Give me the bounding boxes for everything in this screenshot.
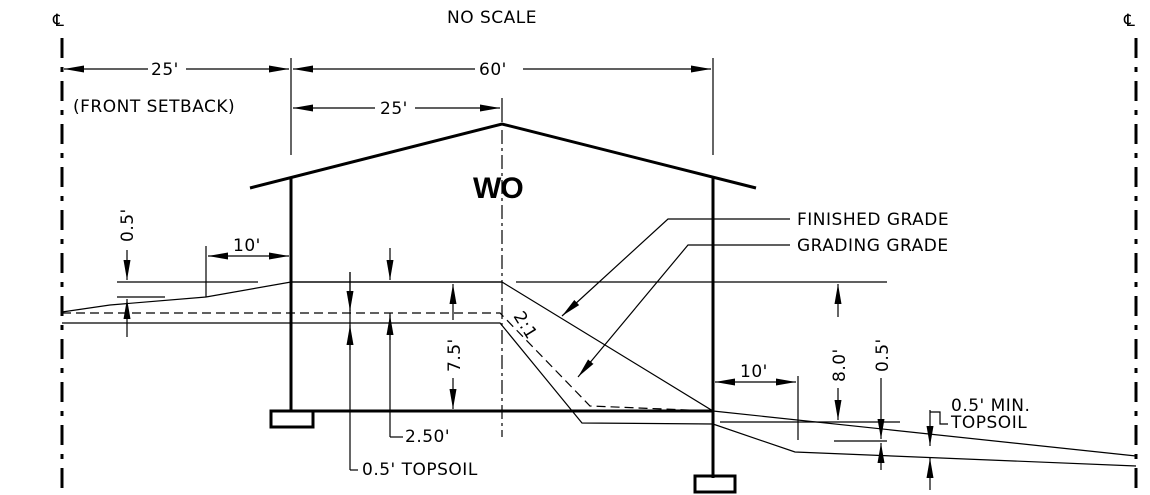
property-line-left-symbol: ℄	[52, 11, 64, 31]
left-half-dim-label: 0.5'	[118, 208, 138, 242]
ridge-dimension-label: 25'	[380, 99, 408, 119]
property-line-right-symbol: ℄	[1123, 11, 1135, 31]
width-dimension-label: 60'	[479, 60, 507, 80]
subgrade-line	[62, 322, 1137, 467]
no-scale-note: NO SCALE	[447, 8, 537, 28]
dim-250-label: 2.50'	[405, 427, 450, 447]
right-ten-dim-label: 10'	[740, 362, 768, 382]
slope-label: 2:1	[509, 308, 541, 343]
grading-grade-label: GRADING GRADE	[797, 236, 949, 256]
footing-left	[269, 409, 315, 429]
grading-grade-line	[62, 312, 714, 412]
footing-right	[693, 474, 737, 494]
finished-grade-leader	[561, 218, 790, 317]
setback-dimension-label: 25'	[151, 60, 179, 80]
min-topsoil-bracket	[930, 411, 948, 425]
height-80-label: 8.0'	[830, 348, 850, 382]
topsoil-right-label: TOPSOIL	[950, 413, 1027, 433]
min-topsoil-label: 0.5' MIN.	[951, 396, 1030, 416]
front-setback-label: (FRONT SETBACK)	[73, 97, 235, 117]
right-half-dim-label: 0.5'	[873, 338, 893, 372]
left-ten-dim-label: 10'	[233, 236, 261, 256]
wo-label: WO	[473, 172, 523, 205]
finished-grade-label: FINISHED GRADE	[797, 210, 949, 230]
roof	[249, 122, 757, 190]
height-75-label: 7.5'	[445, 338, 465, 372]
topsoil-left-label: 0.5' TOPSOIL	[362, 460, 478, 480]
grading-grade-leader	[577, 244, 790, 378]
